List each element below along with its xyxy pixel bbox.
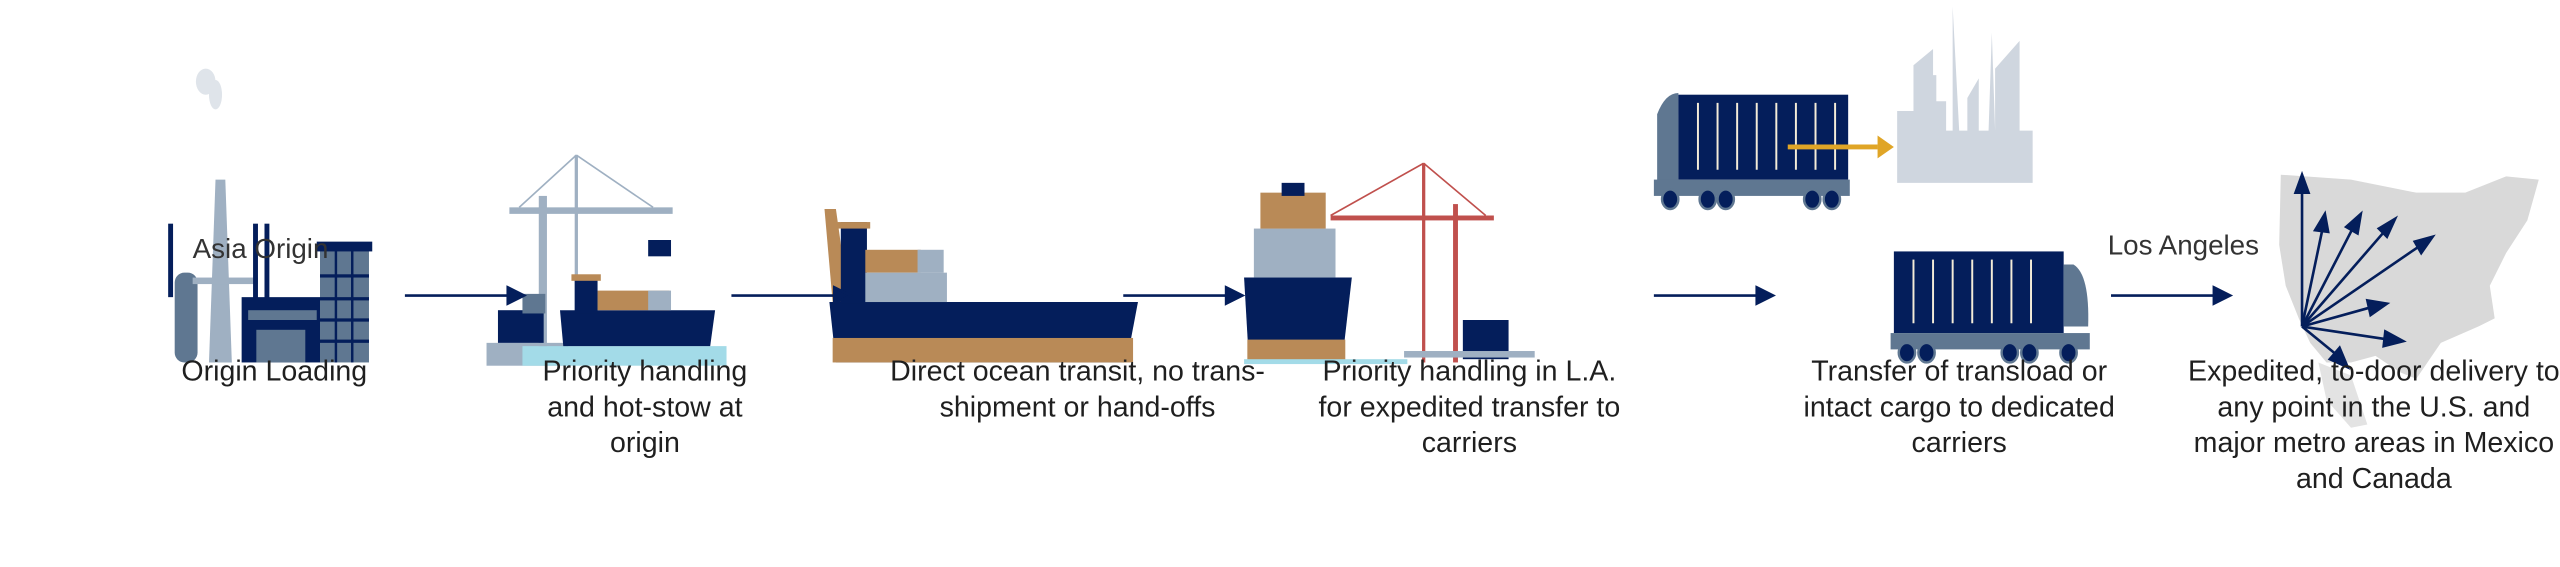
flow-arrow-5 xyxy=(2111,285,2234,306)
trucks-city-icon xyxy=(1653,6,2090,364)
step-caption-2: Priority handling and hot-stow at origin xyxy=(542,354,748,459)
origin-label: Asia Origin xyxy=(192,233,329,265)
container-ship-icon xyxy=(824,208,1138,363)
flow-arrow-1 xyxy=(404,285,528,306)
port-crane-ship-icon xyxy=(486,154,727,366)
factory-icon xyxy=(168,68,373,363)
ship-crane-icon xyxy=(1244,162,1535,365)
flow-arrow-2 xyxy=(731,285,854,306)
us-map-arrows-icon xyxy=(2279,170,2539,428)
step-caption-5: Transfer of transload or intact cargo to… xyxy=(1803,354,2115,459)
step-caption-3: Direct ocean transit, no trans-shipment … xyxy=(890,354,1265,423)
destination-label: Los Angeles xyxy=(2107,230,2260,262)
step-caption-6: Expedited, to-door delivery to any point… xyxy=(2188,354,2560,495)
step-caption-4: Priority handling in L.A. for expedited … xyxy=(1318,354,1621,459)
flow-arrow-3 xyxy=(1123,285,1246,306)
step-caption-1: Origin Loading xyxy=(181,354,368,387)
flow-arrow-4 xyxy=(1653,285,1776,306)
